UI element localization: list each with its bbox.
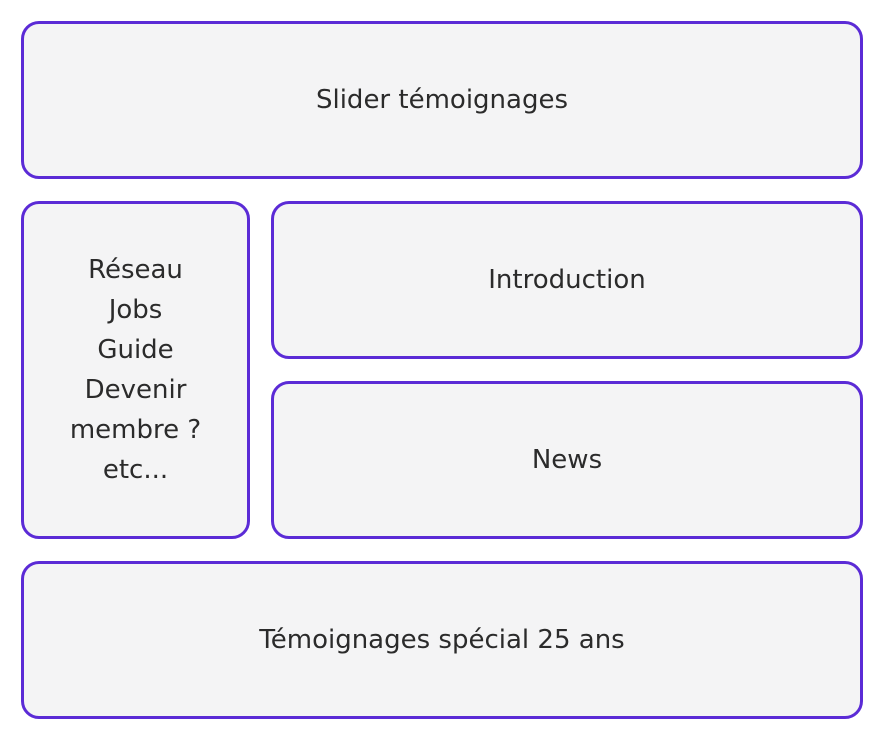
temoignages-25-ans-block: Témoignages spécial 25 ans (21, 561, 863, 719)
introduction-block: Introduction (271, 201, 863, 359)
introduction-label: Introduction (488, 265, 646, 295)
sidebar-item-membre: membre ? (69, 415, 202, 445)
temoignages-25-ans-label: Témoignages spécial 25 ans (259, 625, 625, 655)
sidebar-item-reseau: Réseau (88, 255, 183, 285)
sidebar-item-etc: etc... (102, 455, 169, 485)
news-label: News (531, 445, 603, 475)
sidebar-item-jobs: Jobs (108, 295, 163, 325)
slider-temoignages-label: Slider témoignages (315, 85, 568, 115)
slider-temoignages-block: Slider témoignages (21, 21, 863, 179)
sidebar-menu-block: Réseau Jobs Guide Devenir membre ? etc..… (21, 201, 250, 539)
sidebar-item-guide: Guide (97, 335, 174, 365)
sidebar-menu-list: Réseau Jobs Guide Devenir membre ? etc..… (70, 250, 201, 490)
sidebar-item-devenir: Devenir (84, 375, 187, 405)
news-block: News (271, 381, 863, 539)
